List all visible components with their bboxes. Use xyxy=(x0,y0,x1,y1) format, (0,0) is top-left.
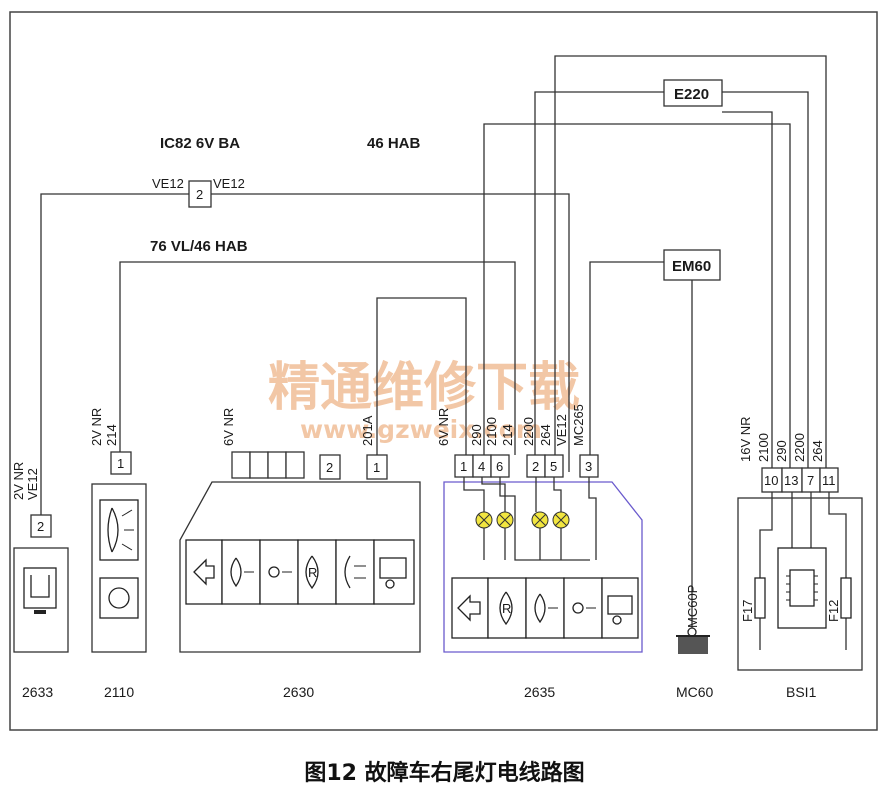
svg-text:2100: 2100 xyxy=(756,433,771,462)
c2633-pin: 2 xyxy=(37,519,44,534)
sidelamp-icon xyxy=(230,557,254,588)
bsi1-pins: 10 13 7 11 xyxy=(761,467,839,493)
svg-text:VE12: VE12 xyxy=(554,414,569,446)
c2630-wire: 201A xyxy=(360,415,375,446)
svg-text:6: 6 xyxy=(496,459,503,474)
svg-text:290: 290 xyxy=(774,440,789,462)
svg-text:7: 7 xyxy=(807,473,814,488)
c2633-pin-box xyxy=(30,514,52,538)
c2635-icons: R xyxy=(451,577,639,639)
svg-text:264: 264 xyxy=(538,424,553,446)
c2635-internal-wiring xyxy=(463,477,597,561)
harness-label-ic82: IC82 6V BA xyxy=(160,135,240,152)
watermark-url: www.gzweix.com xyxy=(300,415,542,444)
c2633-conn: 2V NR xyxy=(11,462,26,500)
bsi1-fuse-left: F17 xyxy=(740,600,755,622)
mc60-name: MC60 xyxy=(676,684,714,700)
bsi1-name: BSI1 xyxy=(786,684,817,700)
svg-text:3: 3 xyxy=(585,459,592,474)
ground-icon xyxy=(676,627,710,654)
stoplamp-icon xyxy=(268,566,292,578)
trailer-icon xyxy=(379,557,407,589)
svg-text:11: 11 xyxy=(822,473,836,488)
watermark-text: 精通维修下载 xyxy=(268,358,580,418)
splice-wire-right: VE12 xyxy=(213,176,245,191)
c2630-pin-b: 1 xyxy=(373,460,380,475)
block-e220 xyxy=(663,79,723,107)
svg-text:264: 264 xyxy=(810,440,825,462)
harness-label-76vl: 76 VL/46 HAB xyxy=(150,238,248,255)
block-em60-label: EM60 xyxy=(672,258,711,275)
lamp-icon xyxy=(99,499,139,619)
c2110-pin-box xyxy=(110,451,132,475)
svg-text:13: 13 xyxy=(784,473,798,488)
splice-pin: 2 xyxy=(196,187,203,202)
svg-text:2100: 2100 xyxy=(484,417,499,446)
c2110-conn: 2V NR xyxy=(89,408,104,446)
svg-text:2: 2 xyxy=(532,459,539,474)
svg-text:MC265: MC265 xyxy=(571,404,586,446)
svg-text:10: 10 xyxy=(764,473,778,488)
c2630-conn: 6V NR xyxy=(221,408,236,446)
bsi1-fuse-right: F12 xyxy=(826,600,841,622)
bsi1-conn: 16V NR xyxy=(738,416,753,462)
c2633-name: 2633 xyxy=(22,684,53,700)
c2630-pin-box-a xyxy=(319,454,341,480)
splice-wire-left: VE12 xyxy=(152,176,184,191)
block-e220-label: E220 xyxy=(674,86,709,103)
svg-text:4: 4 xyxy=(478,459,485,474)
harness-label-46hab: 46 HAB xyxy=(367,135,421,152)
svg-text:2200: 2200 xyxy=(521,417,536,446)
c2630-pin-a: 2 xyxy=(326,460,333,475)
seat-icon xyxy=(23,567,57,614)
c2630-empty-pins xyxy=(231,451,305,479)
svg-text:1: 1 xyxy=(460,459,467,474)
c2635-name: 2635 xyxy=(524,684,555,700)
fuse-icon xyxy=(754,577,852,619)
block-em60 xyxy=(663,249,721,281)
fog-lamp-icon xyxy=(344,555,366,589)
svg-text:R: R xyxy=(502,601,511,616)
c2630-name: 2630 xyxy=(283,684,314,700)
c2635-pins: 1 4 6 2 5 3 xyxy=(454,454,599,478)
c2110-wire: 214 xyxy=(104,424,119,446)
c2110-name: 2110 xyxy=(104,684,134,700)
wires xyxy=(40,55,827,628)
diagram-frame xyxy=(9,11,878,731)
c2110-pin: 1 xyxy=(117,456,124,471)
chip-icon xyxy=(777,547,827,629)
c2633-wire: VE12 xyxy=(25,468,40,500)
svg-text:5: 5 xyxy=(550,459,557,474)
indicator-arrow-icon xyxy=(193,558,215,586)
c2630-pin-box-b xyxy=(366,454,388,480)
bulb-icon xyxy=(475,511,570,529)
mc60-wire: MC60P xyxy=(685,585,700,628)
svg-text:R: R xyxy=(308,565,317,580)
c2635-wire-labels: 290 2100 214 2200 264 VE12 MC265 xyxy=(469,404,586,446)
svg-text:214: 214 xyxy=(500,424,515,446)
bsi1-internal-wiring xyxy=(759,492,847,650)
c2635-conn: 6V NR xyxy=(436,408,451,446)
reverse-lamp-icon: R xyxy=(305,555,319,590)
svg-text:2200: 2200 xyxy=(792,433,807,462)
figure-caption: 图12 故障车右尾灯电线路图 xyxy=(304,761,585,786)
bsi1-wire-labels: 2100 290 2200 264 xyxy=(756,433,825,462)
svg-text:290: 290 xyxy=(469,424,484,446)
